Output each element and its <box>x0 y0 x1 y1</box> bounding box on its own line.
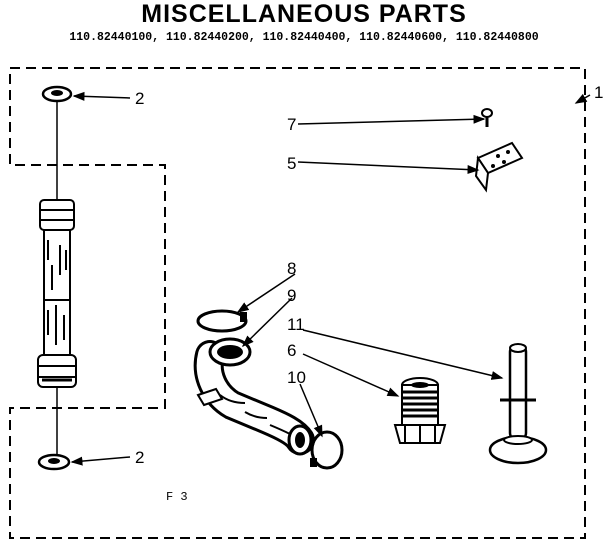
page-title: MISCELLANEOUS PARTS <box>141 0 467 28</box>
callout-10: 10 <box>287 368 306 387</box>
assembly-boundary <box>9 67 586 539</box>
model-numbers: 110.82440100, 110.82440200, 110.82440400… <box>69 31 539 44</box>
callout-11: 11 <box>287 315 305 334</box>
hose-clamp-top <box>196 309 248 333</box>
callout-2-top: 2 <box>135 89 144 108</box>
leader-lines <box>70 91 591 466</box>
leveling-foot <box>393 377 447 444</box>
callout-7: 7 <box>287 115 296 134</box>
callout-1: 1 <box>594 83 603 102</box>
callout-9: 9 <box>287 286 296 305</box>
callout-2-bottom: 2 <box>135 448 144 467</box>
figure-label: F 3 <box>166 490 188 504</box>
callout-6: 6 <box>287 341 296 360</box>
support-post <box>488 343 548 465</box>
screw <box>481 108 493 127</box>
clip-bracket <box>474 141 524 193</box>
washer-bottom <box>37 453 71 471</box>
elbow-hose <box>193 337 315 456</box>
drive-shaft <box>37 199 77 388</box>
hose-clamp-bottom <box>310 430 344 470</box>
callout-8: 8 <box>287 259 296 278</box>
washer-top <box>41 85 73 103</box>
callout-5: 5 <box>287 154 296 173</box>
